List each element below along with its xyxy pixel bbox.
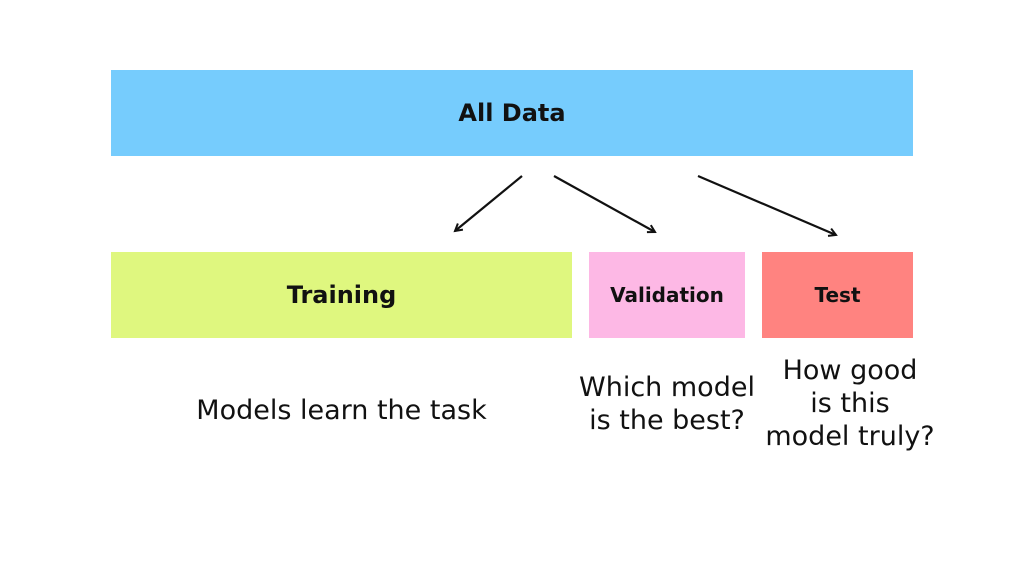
- validation-label: Validation: [610, 283, 724, 307]
- validation-caption-line: is the best?: [589, 404, 745, 436]
- test-box: Test: [762, 252, 913, 338]
- training-caption-line: Models learn the task: [196, 395, 487, 426]
- test-caption-line: is this: [810, 387, 890, 419]
- training-caption: Models learn the task: [111, 395, 572, 428]
- test-caption-line: How good: [782, 355, 918, 386]
- training-box: Training: [111, 252, 572, 338]
- validation-box: Validation: [589, 252, 745, 338]
- test-caption: How good is this model truly?: [745, 355, 955, 454]
- all-data-label: All Data: [458, 99, 566, 127]
- validation-caption-line: Which model: [579, 372, 755, 403]
- test-caption-line: model truly?: [765, 420, 935, 452]
- test-label: Test: [814, 283, 861, 307]
- arrow-to-validation: [553, 175, 655, 232]
- arrow-to-test: [697, 174, 836, 235]
- training-label: Training: [286, 281, 397, 309]
- all-data-box: All Data: [111, 70, 913, 156]
- arrow-to-training: [455, 175, 523, 231]
- validation-caption: Which model is the best?: [562, 372, 772, 438]
